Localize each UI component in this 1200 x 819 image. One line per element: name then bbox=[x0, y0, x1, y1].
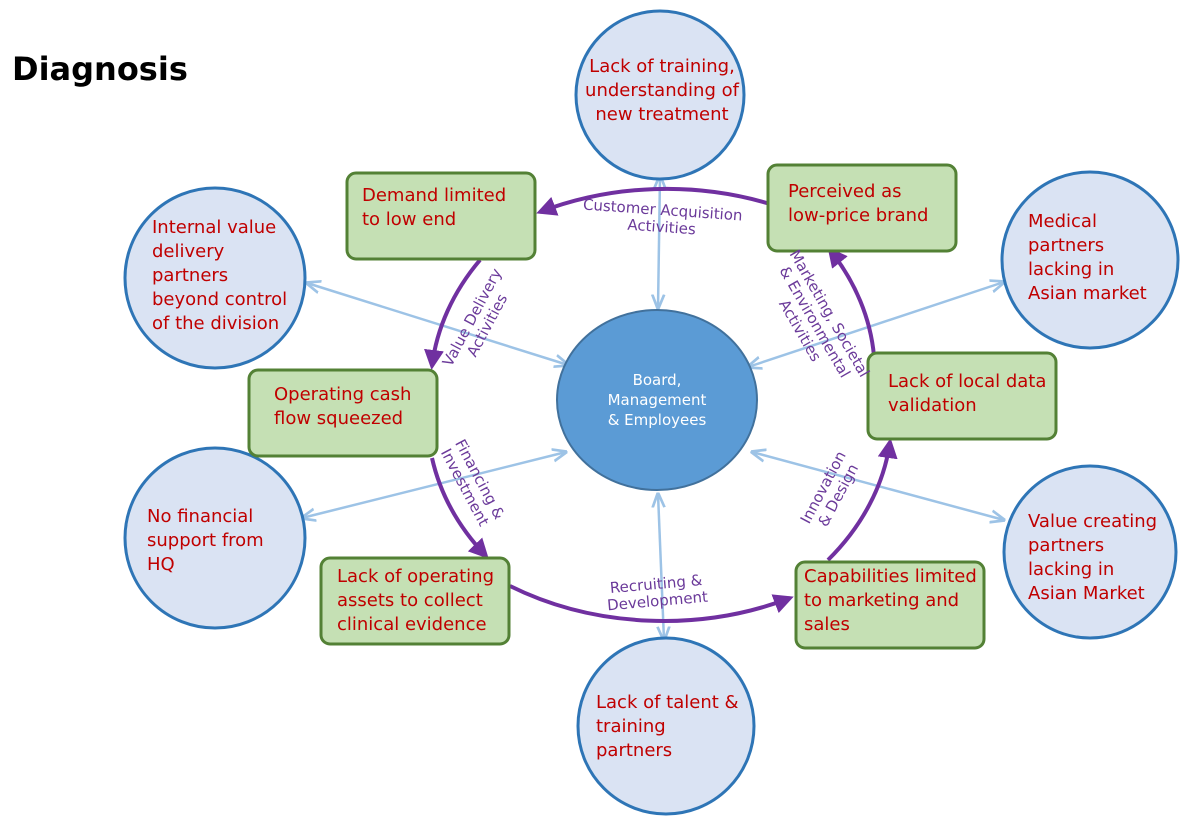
cycle-arc-financing bbox=[430, 457, 489, 559]
cycle-arc-innovation bbox=[826, 438, 898, 562]
box-perceived-label: Perceived as low-price brand bbox=[788, 181, 929, 226]
connector-top bbox=[658, 176, 660, 308]
cycle-arc-marketing bbox=[827, 246, 876, 357]
box-assets-label: Lack of operating assets to collect clin… bbox=[337, 566, 495, 635]
connector-upper-right bbox=[748, 282, 1004, 367]
circle-bottom-label: Lack of talent & training partners bbox=[596, 692, 739, 761]
circle-top-label: Lack of training, understanding of new t… bbox=[585, 56, 739, 125]
circle-upper-left-label: Internal value delivery partners beyond … bbox=[152, 217, 288, 334]
connector-bottom bbox=[658, 494, 664, 640]
box-capabilities bbox=[794, 560, 986, 650]
circle-lower-left-label: No financial support from HQ bbox=[147, 506, 264, 575]
circle-bottom bbox=[576, 636, 756, 816]
box-demand bbox=[345, 171, 537, 261]
connector-lower-left bbox=[302, 452, 566, 518]
page-title: Diagnosis bbox=[12, 50, 188, 88]
box-assets bbox=[319, 556, 511, 646]
center-ellipse bbox=[556, 309, 758, 491]
box-demand-label: Demand limited to low end bbox=[362, 185, 507, 230]
circle-lower-right bbox=[1002, 464, 1178, 640]
circle-lower-left bbox=[123, 446, 307, 630]
circle-top bbox=[574, 9, 746, 181]
box-perceived bbox=[766, 163, 958, 253]
connector-upper-left bbox=[307, 283, 568, 365]
circle-upper-right-label: Medical partners lacking in Asian market bbox=[1028, 211, 1147, 304]
center-label: Board, Management & Employees bbox=[607, 371, 707, 429]
box-cash-label: Operating cash flow squeezed bbox=[274, 384, 412, 429]
cycle-arc-customer bbox=[536, 186, 771, 216]
circle-lower-right-label: Value creating partners lacking in Asian… bbox=[1028, 511, 1158, 604]
circle-upper-left bbox=[123, 186, 307, 370]
box-data bbox=[866, 351, 1058, 441]
circle-upper-right bbox=[1000, 170, 1180, 350]
box-capabilities-label: Capabilities limited to marketing and sa… bbox=[804, 566, 977, 635]
box-cash bbox=[247, 368, 439, 458]
cycle-arc-value-delivery bbox=[424, 258, 482, 370]
box-data-label: Lack of local data validation bbox=[888, 371, 1047, 416]
cycle-arc-recruiting bbox=[509, 584, 794, 623]
